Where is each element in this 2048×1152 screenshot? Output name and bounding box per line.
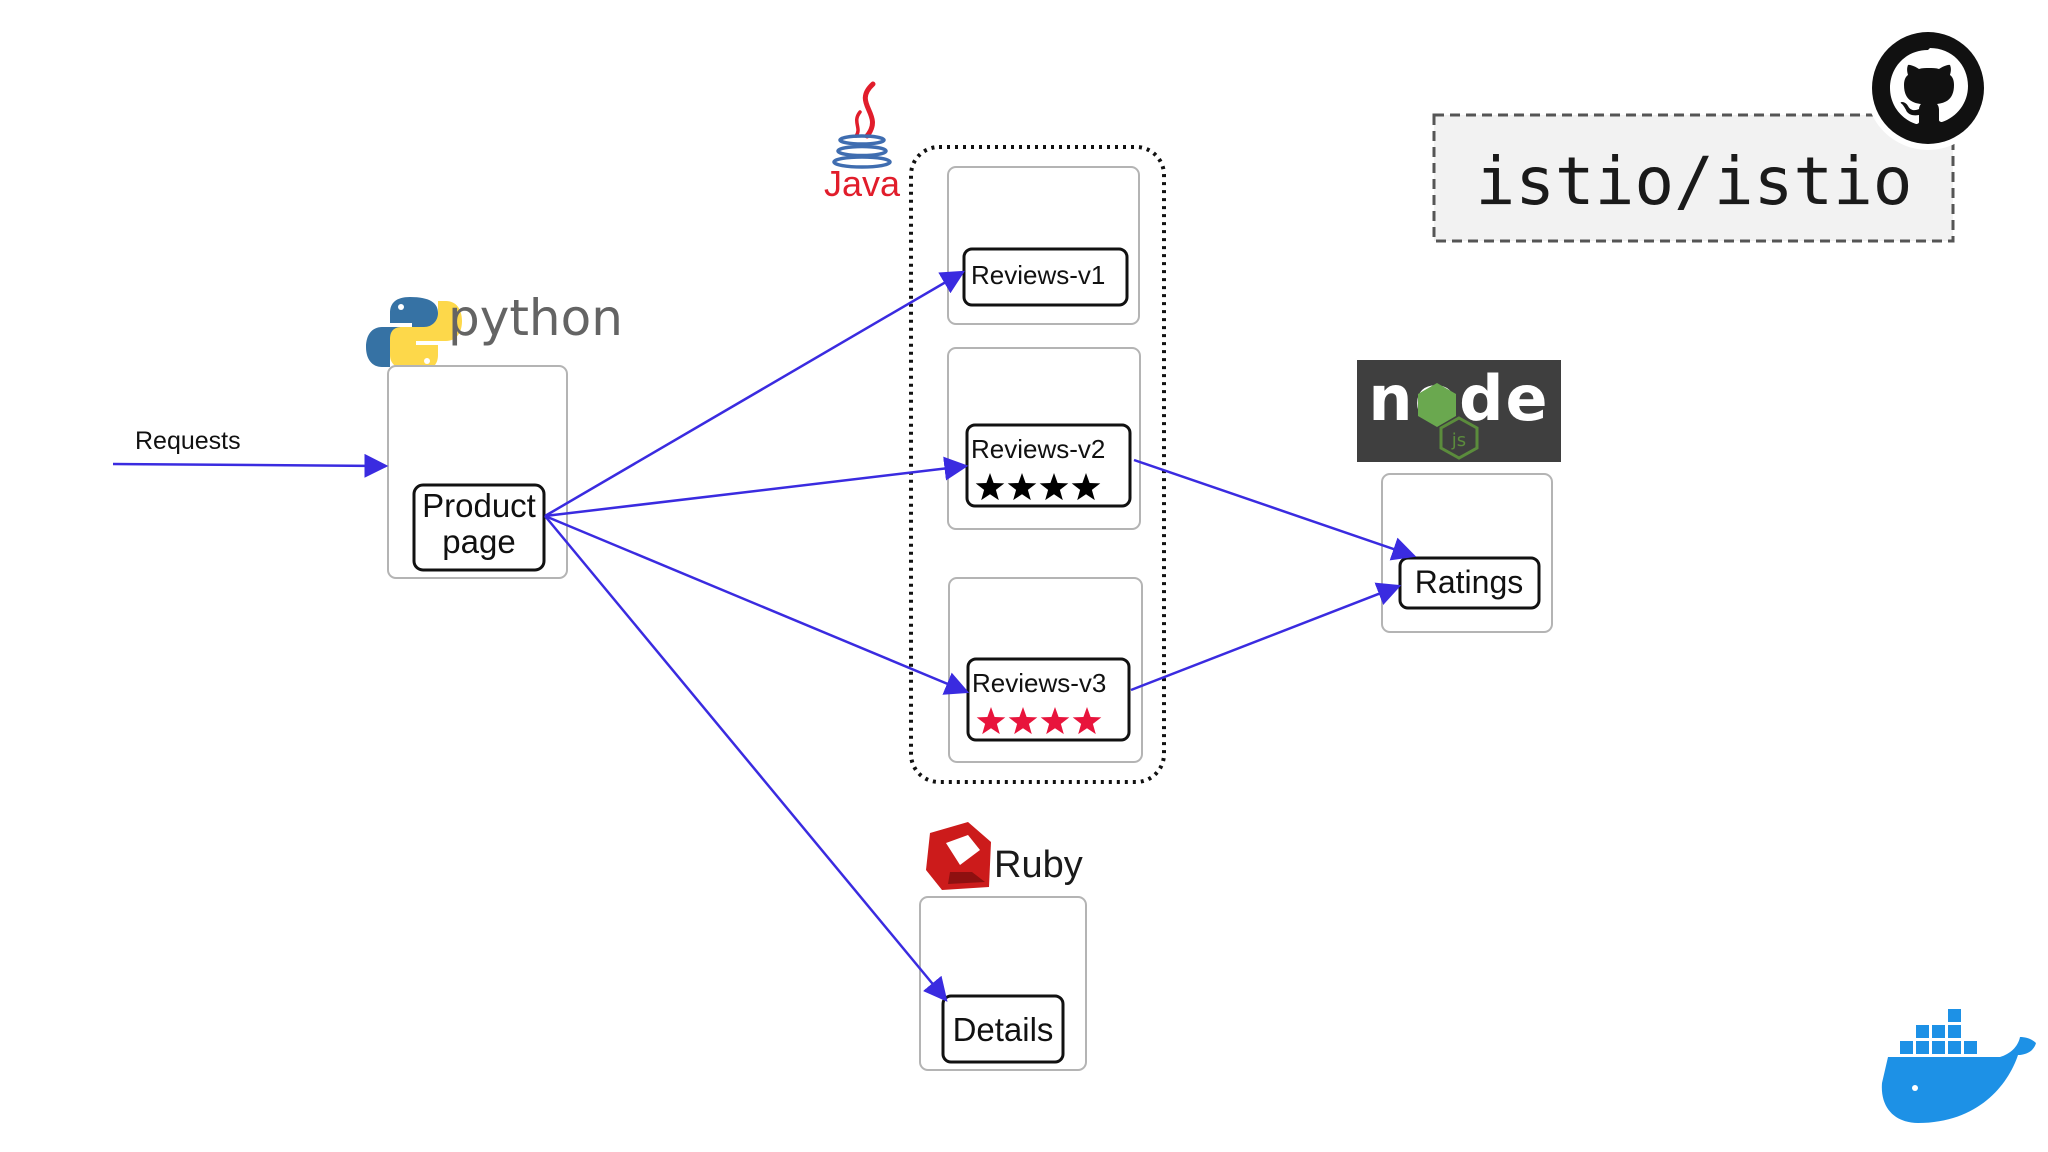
ruby-label: Ruby <box>994 844 1083 886</box>
java-logo-icon <box>832 81 892 169</box>
productpage-service <box>412 483 546 572</box>
ratings-label: Ratings <box>1415 564 1524 600</box>
java-label: Java <box>824 163 901 204</box>
connection-arrows <box>112 270 1417 1002</box>
ruby-logo-icon <box>926 822 991 890</box>
reviews-v2-label: Reviews-v2 <box>971 434 1105 464</box>
arrow-reviews-v3-to-ratings <box>1130 582 1402 692</box>
star-icon <box>1039 473 1069 501</box>
reviews-v3-label: Reviews-v3 <box>972 668 1106 698</box>
productpage-label-line1: Product <box>422 487 536 524</box>
star-icon <box>976 707 1006 735</box>
arrow-reviews-v2-to-ratings <box>1133 458 1417 561</box>
arrow-productpage-to-details <box>544 515 948 1002</box>
arrow-productpage-to-reviews-v1 <box>544 270 966 518</box>
reviews-v1-label: Reviews-v1 <box>971 260 1105 290</box>
reviews-v3-stars <box>976 707 1102 735</box>
reviews-v2-stars <box>975 473 1101 501</box>
star-icon <box>1071 473 1101 501</box>
nodejs-logo-mark: node js <box>1368 362 1549 460</box>
nodejs-logo-icon <box>1357 360 1561 462</box>
reviews-group-border <box>909 145 1166 784</box>
details-service <box>941 994 1065 1064</box>
python-logo-text: python <box>448 289 623 347</box>
docker-icon <box>1881 1009 2036 1123</box>
star-icon <box>1040 707 1070 735</box>
nodejs-logo-text: node <box>1368 362 1549 435</box>
arrow-productpage-to-reviews-v2 <box>544 456 969 518</box>
star-icon <box>1008 707 1038 735</box>
requests-label: Requests <box>135 427 241 455</box>
repo-badge[interactable] <box>1432 113 1955 243</box>
repo-label[interactable]: istio/istio <box>1475 143 1912 220</box>
details-label: Details <box>953 1011 1054 1048</box>
star-icon <box>975 473 1005 501</box>
github-icon[interactable] <box>1866 26 1990 150</box>
star-icon <box>1007 473 1037 501</box>
arrow-requests-to-productpage <box>112 453 389 478</box>
python-logo-icon <box>366 297 462 371</box>
productpage-label-line2: page <box>442 523 515 560</box>
star-icon <box>1072 707 1102 735</box>
arrow-productpage-to-reviews-v3 <box>544 514 970 695</box>
nodejs-js-text: js <box>1451 430 1466 451</box>
